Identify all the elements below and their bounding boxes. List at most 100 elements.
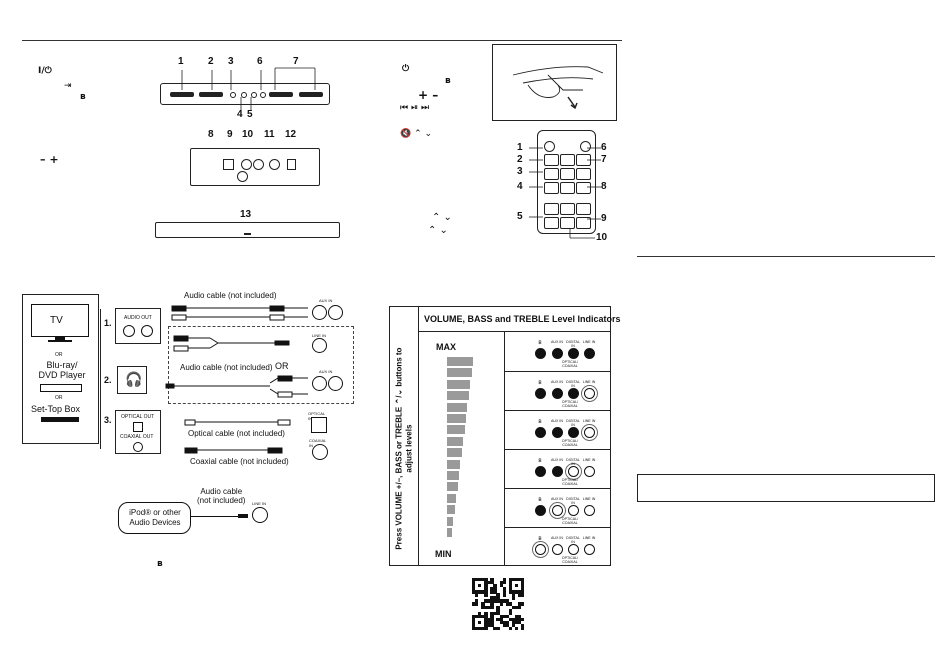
back-jack-line xyxy=(269,159,280,170)
arrows-icons-b: ⌃ ⌄ xyxy=(428,225,448,236)
led-label: DIGITAL IN xyxy=(566,458,580,466)
qr-module xyxy=(484,584,488,588)
led-label: LINE IN xyxy=(582,536,596,540)
led-indicator xyxy=(568,348,579,359)
qr-module xyxy=(520,581,525,585)
qr-module xyxy=(475,626,479,631)
qr-module xyxy=(481,626,485,631)
qr-module xyxy=(520,617,525,622)
qr-module xyxy=(472,626,476,631)
qr-module xyxy=(487,581,491,585)
qr-module xyxy=(502,614,506,619)
qr-module xyxy=(520,623,525,628)
or-label-1: OR xyxy=(55,352,63,358)
qr-module xyxy=(493,611,497,615)
qr-module xyxy=(502,581,506,585)
qr-module xyxy=(481,605,485,609)
volume-symbols: – + xyxy=(40,153,59,166)
bluetooth-note-icon: ʙ xyxy=(157,559,163,569)
remote-btn-r2c1 xyxy=(544,168,559,180)
side-text-wrap: Press VOLUME +/–, BASS or TREBLE ⌃/⌄ but… xyxy=(391,341,417,563)
qr-module xyxy=(490,620,494,625)
led-label: AUX IN xyxy=(551,497,563,501)
qr-module xyxy=(508,590,513,594)
optical-cable-label: Optical cable (not included) xyxy=(188,429,285,438)
soundbar-led xyxy=(244,233,251,235)
qr-module xyxy=(472,587,476,591)
back-jack-usb xyxy=(287,159,296,170)
led-bt-icon: ʙ xyxy=(538,419,542,425)
audio-out-jack-l xyxy=(123,325,135,337)
qr-module xyxy=(520,584,525,588)
tv-base xyxy=(48,340,72,342)
qr-module xyxy=(508,602,513,606)
qr-module xyxy=(472,623,476,628)
led-label: LINE IN xyxy=(582,458,596,462)
level-bar xyxy=(447,379,471,389)
level-bar xyxy=(447,493,457,503)
qr-module xyxy=(502,590,506,594)
source-connector-line xyxy=(100,309,101,449)
qr-module xyxy=(514,617,519,622)
qr-module xyxy=(502,578,506,582)
qr-module xyxy=(514,605,519,609)
coaxial-in-jack: COAXIAL IN xyxy=(309,438,329,461)
qr-module xyxy=(517,614,522,619)
qr-module xyxy=(475,602,479,606)
led-label: AUX IN xyxy=(551,340,563,344)
qr-module xyxy=(502,599,506,603)
qr-module xyxy=(517,602,522,606)
led-bt-icon: ʙ xyxy=(538,458,542,464)
remote-btn-power xyxy=(544,141,555,152)
qr-module xyxy=(502,587,506,591)
optical-in-jack-body xyxy=(311,417,327,433)
qr-module xyxy=(481,602,485,606)
led-label: AUX IN xyxy=(551,536,563,540)
level-bar xyxy=(447,414,466,423)
front-button-2 xyxy=(199,92,223,97)
step-1: 1. xyxy=(104,318,112,328)
callout-4: 4 xyxy=(237,109,243,120)
bluetooth-icon: ʙ xyxy=(80,92,86,102)
remote-callout-4: 4 xyxy=(517,181,523,192)
level-bar xyxy=(447,402,468,412)
remote-btn-r4c2 xyxy=(560,203,575,215)
remote-control xyxy=(537,130,596,234)
qr-module xyxy=(475,614,479,619)
qr-module xyxy=(478,614,482,619)
led-label: AUX IN xyxy=(551,419,563,423)
qr-module xyxy=(511,590,516,594)
callout-1: 1 xyxy=(178,56,184,67)
qr-module xyxy=(493,584,497,588)
callout-11: 11 xyxy=(264,129,275,140)
qr-module xyxy=(484,605,488,609)
optical-coax-panel: OPTICAL OUT COAXIAL OUT xyxy=(115,410,161,454)
qr-module xyxy=(496,596,500,600)
qr-module xyxy=(484,626,488,631)
qr-module xyxy=(520,587,525,591)
coaxial-in-jack-body xyxy=(312,444,328,460)
level-indicators-table: VOLUME, BASS and TREBLE Level Indicators… xyxy=(389,306,621,566)
led-bt-icon: ʙ xyxy=(538,536,542,542)
level-bar xyxy=(447,357,473,366)
mute-arrows-icons: 🔇 ⌃ ⌄ xyxy=(400,129,433,139)
remote-callout-9: 9 xyxy=(601,213,607,224)
remote-btn-r4c1 xyxy=(544,203,559,215)
ipod-box: iPod® or other Audio Devices xyxy=(118,502,191,534)
qr-module xyxy=(505,620,509,625)
qr-module xyxy=(502,593,506,597)
led-indicator xyxy=(535,427,546,438)
qr-module xyxy=(487,620,491,625)
remote-btn-r5c2 xyxy=(560,217,575,229)
qr-module xyxy=(487,617,491,622)
table-mid-rule xyxy=(504,331,505,565)
level-bar xyxy=(447,436,464,446)
table-header-rule xyxy=(418,331,610,332)
led-label: LINE IN xyxy=(582,380,596,384)
remote-callout-10: 10 xyxy=(596,232,608,243)
qr-module xyxy=(514,578,519,582)
led-label: DIGITAL IN xyxy=(566,380,580,388)
